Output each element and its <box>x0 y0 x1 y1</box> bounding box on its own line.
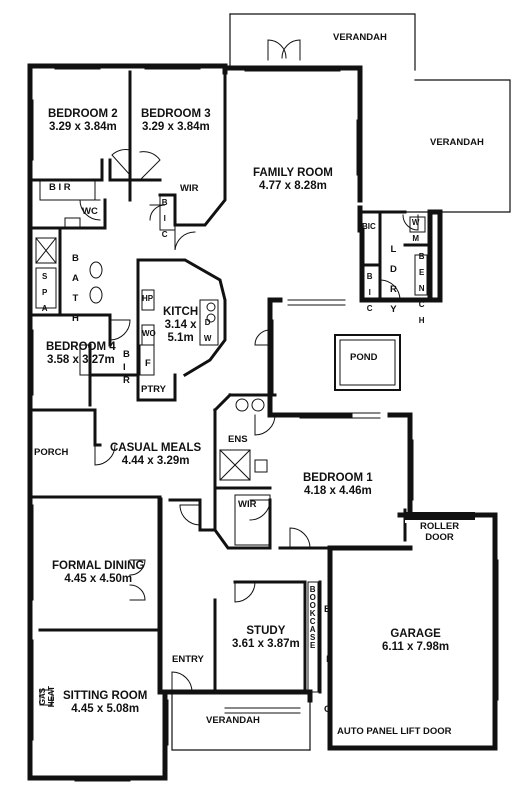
windows <box>27 63 499 782</box>
room-bedroom3: BEDROOM 3 3.29 x 3.84m <box>141 108 211 134</box>
room-kitchen: KITCH 3.14 x 5.1m <box>163 306 198 346</box>
room-dims: 6.11 x 7.98m <box>382 641 450 654</box>
verandah-top-outline <box>229 13 416 71</box>
room-dims-1: 3.14 x <box>164 319 197 332</box>
room-dims-2: 5.1m <box>167 332 194 345</box>
room-dims: 4.45 x 5.08m <box>71 703 140 716</box>
room-dims: 3.29 x 3.84m <box>141 121 210 134</box>
label-bir: B I R <box>49 182 71 193</box>
label-porch: PORCH <box>34 447 69 458</box>
label-bic-top: B I C <box>160 198 170 238</box>
room-name: SITTING ROOM <box>63 690 148 702</box>
room-garage: GARAGE 6.11 x 7.98m <box>382 628 449 654</box>
label-verandah-top: VERANDAH <box>333 32 387 43</box>
label-bookcase: BOOKCASE <box>308 585 318 649</box>
room-sitting: SITTING ROOM 4.45 x 5.08m <box>63 690 147 716</box>
label-bench: B E N C H <box>417 252 427 324</box>
interior-walls <box>28 70 432 694</box>
label-wm: W M <box>411 218 421 242</box>
label-bir-b2: R <box>123 375 130 386</box>
label-wc: WC <box>82 206 98 217</box>
label-hp: HP <box>142 294 154 303</box>
label-roller-door-2: DOOR <box>425 531 454 543</box>
room-dims: 4.45 x 4.50m <box>64 573 133 586</box>
label-bir-b0: B <box>123 349 130 360</box>
room-study: STUDY 3.61 x 3.87m <box>232 625 300 651</box>
label-bic-garage: B I C <box>321 604 333 729</box>
room-name: KITCH <box>163 306 199 318</box>
label-bath: B A T H <box>69 253 81 323</box>
room-dims: 4.18 x 4.46m <box>303 485 372 498</box>
room-formal-dining: FORMAL DINING 4.45 x 4.50m <box>52 560 144 586</box>
room-family: FAMILY ROOM 4.77 x 8.28m <box>253 167 333 193</box>
label-wir-bed1: WIR <box>238 499 257 510</box>
label-bir-b1: I <box>123 362 126 373</box>
room-dims: 3.61 x 3.87m <box>232 638 300 651</box>
label-dw: D W <box>203 318 213 342</box>
label-bir-b: I <box>123 362 126 374</box>
label-auto-panel-lift-door: AUTO PANEL LIFT DOOR <box>337 726 452 737</box>
room-name: BEDROOM 4 <box>46 341 116 353</box>
room-name: FAMILY ROOM <box>253 167 333 179</box>
label-gas: GAS <box>38 687 48 706</box>
label-ptry: PTRY <box>141 384 166 395</box>
label-verandah-right: VERANDAH <box>430 137 484 148</box>
room-bedroom2: BEDROOM 2 3.29 x 3.84m <box>48 108 118 134</box>
room-dims: 4.44 x 3.29m <box>121 455 190 468</box>
label-roller-door: ROLLER DOOR <box>420 521 460 544</box>
verandah-bottom-outline <box>171 691 311 751</box>
room-name: BEDROOM 2 <box>48 108 118 120</box>
label-entry: ENTRY <box>172 654 204 665</box>
label-heat: HEAT <box>47 686 56 708</box>
room-name: STUDY <box>246 625 286 637</box>
label-bic-laundry: BIC <box>362 222 376 231</box>
room-name: FORMAL DINING <box>52 560 145 572</box>
room-bedroom1: BEDROOM 1 4.18 x 4.46m <box>303 472 373 498</box>
room-dims: 3.58 x 3.27m <box>46 354 115 367</box>
room-name: BEDROOM 3 <box>141 108 211 120</box>
door-swings <box>29 39 419 693</box>
room-name: CASUAL MEALS <box>110 442 202 454</box>
label-spa: S P A <box>40 272 50 312</box>
room-dims: 3.29 x 3.84m <box>48 121 117 134</box>
label-ens: ENS <box>228 434 248 445</box>
label-pond: POND <box>350 352 378 363</box>
label-bic-b: B I C <box>365 272 375 312</box>
label-roller-door-1: ROLLER <box>420 521 460 532</box>
label-wir-top: WIR <box>180 183 199 194</box>
room-casual-meals: CASUAL MEALS 4.44 x 3.29m <box>110 442 201 468</box>
label-f: F <box>145 358 151 369</box>
room-name: BEDROOM 1 <box>303 472 373 484</box>
verandah-right-outline <box>404 79 511 213</box>
fixtures <box>35 179 428 706</box>
label-wo: WO <box>142 329 156 338</box>
room-dims: 4.77 x 8.28m <box>259 180 327 193</box>
label-verandah-bottom: VERANDAH <box>206 715 260 726</box>
room-bedroom4: BEDROOM 4 3.58 x 3.27m <box>46 341 116 367</box>
room-name: GARAGE <box>390 628 441 640</box>
label-ldry: L D R Y <box>387 244 399 314</box>
